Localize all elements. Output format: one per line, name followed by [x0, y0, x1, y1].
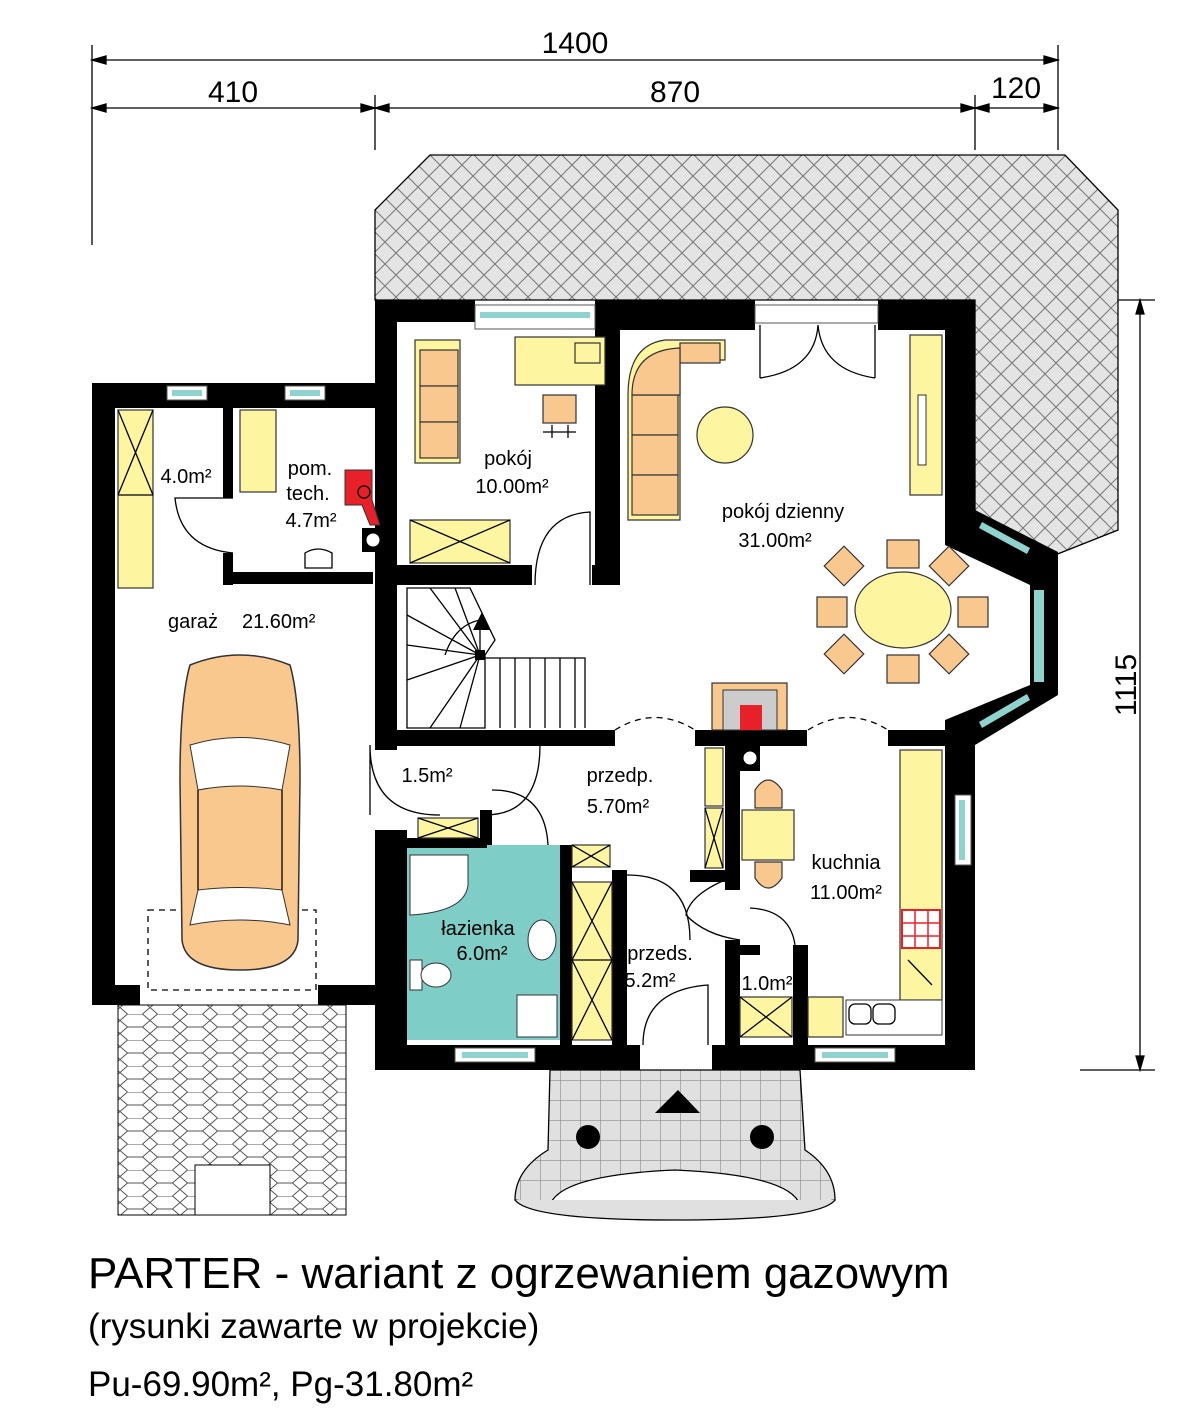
entrance-column: [750, 1125, 774, 1149]
room-area: 1.5m²: [401, 765, 452, 787]
room-name: pokój dzienny: [722, 501, 844, 523]
room-name: kuchnia: [812, 852, 882, 874]
room-name: pom.: [288, 458, 332, 480]
entrance-steps: [514, 1069, 836, 1206]
room-labels: pokój 10.00m² pokój dzienny 31.00m² pom.…: [160, 448, 882, 995]
room-name: przeds.: [627, 943, 693, 965]
dimension-lines: [89, 45, 1155, 1073]
entrance-arrow-icon: [655, 1090, 700, 1113]
dimension-middle: 870: [650, 76, 700, 109]
windows: [166, 304, 1044, 1063]
furniture: [117, 334, 989, 1041]
plan-subtitle: (rysunki zawarte w projekcie): [88, 1307, 539, 1346]
room-area: 11.00m²: [810, 882, 882, 904]
doors: [174, 324, 889, 1046]
room-area: 5.70m²: [587, 796, 650, 818]
room-area: 10.00m²: [475, 476, 549, 498]
room-area: 4.7m²: [285, 510, 336, 532]
room-area: 21.60m²: [242, 611, 316, 633]
dimension-right: 120: [991, 72, 1041, 105]
plan-title: PARTER - wariant z ogrzewaniem gazowym: [88, 1249, 950, 1298]
dimension-left: 410: [208, 76, 258, 109]
stair-arrow-icon: [473, 612, 490, 630]
room-name: łazienka: [441, 918, 515, 940]
driveway-drain: [194, 1164, 271, 1216]
dimension-total-width: 1400: [542, 27, 609, 60]
room-area: 6.0m²: [456, 943, 507, 965]
staircase: [406, 587, 586, 729]
walls: [92, 300, 1058, 1070]
room-name: pokój: [484, 448, 532, 470]
plan-areas: Pu-69.90m², Pg-31.80m²: [88, 1365, 473, 1404]
room-area: 4.0m²: [160, 466, 211, 488]
room-name: garaż: [168, 611, 218, 633]
dimension-depth: 1115: [1110, 654, 1143, 716]
room-area: 5.2m²: [624, 970, 675, 992]
car: [147, 654, 317, 991]
entrance-column: [576, 1125, 600, 1149]
room-area: 1.0m²: [741, 973, 792, 995]
room-name: przedp.: [587, 765, 654, 787]
room-name: tech.: [286, 483, 329, 505]
room-area: 31.00m²: [738, 530, 812, 552]
